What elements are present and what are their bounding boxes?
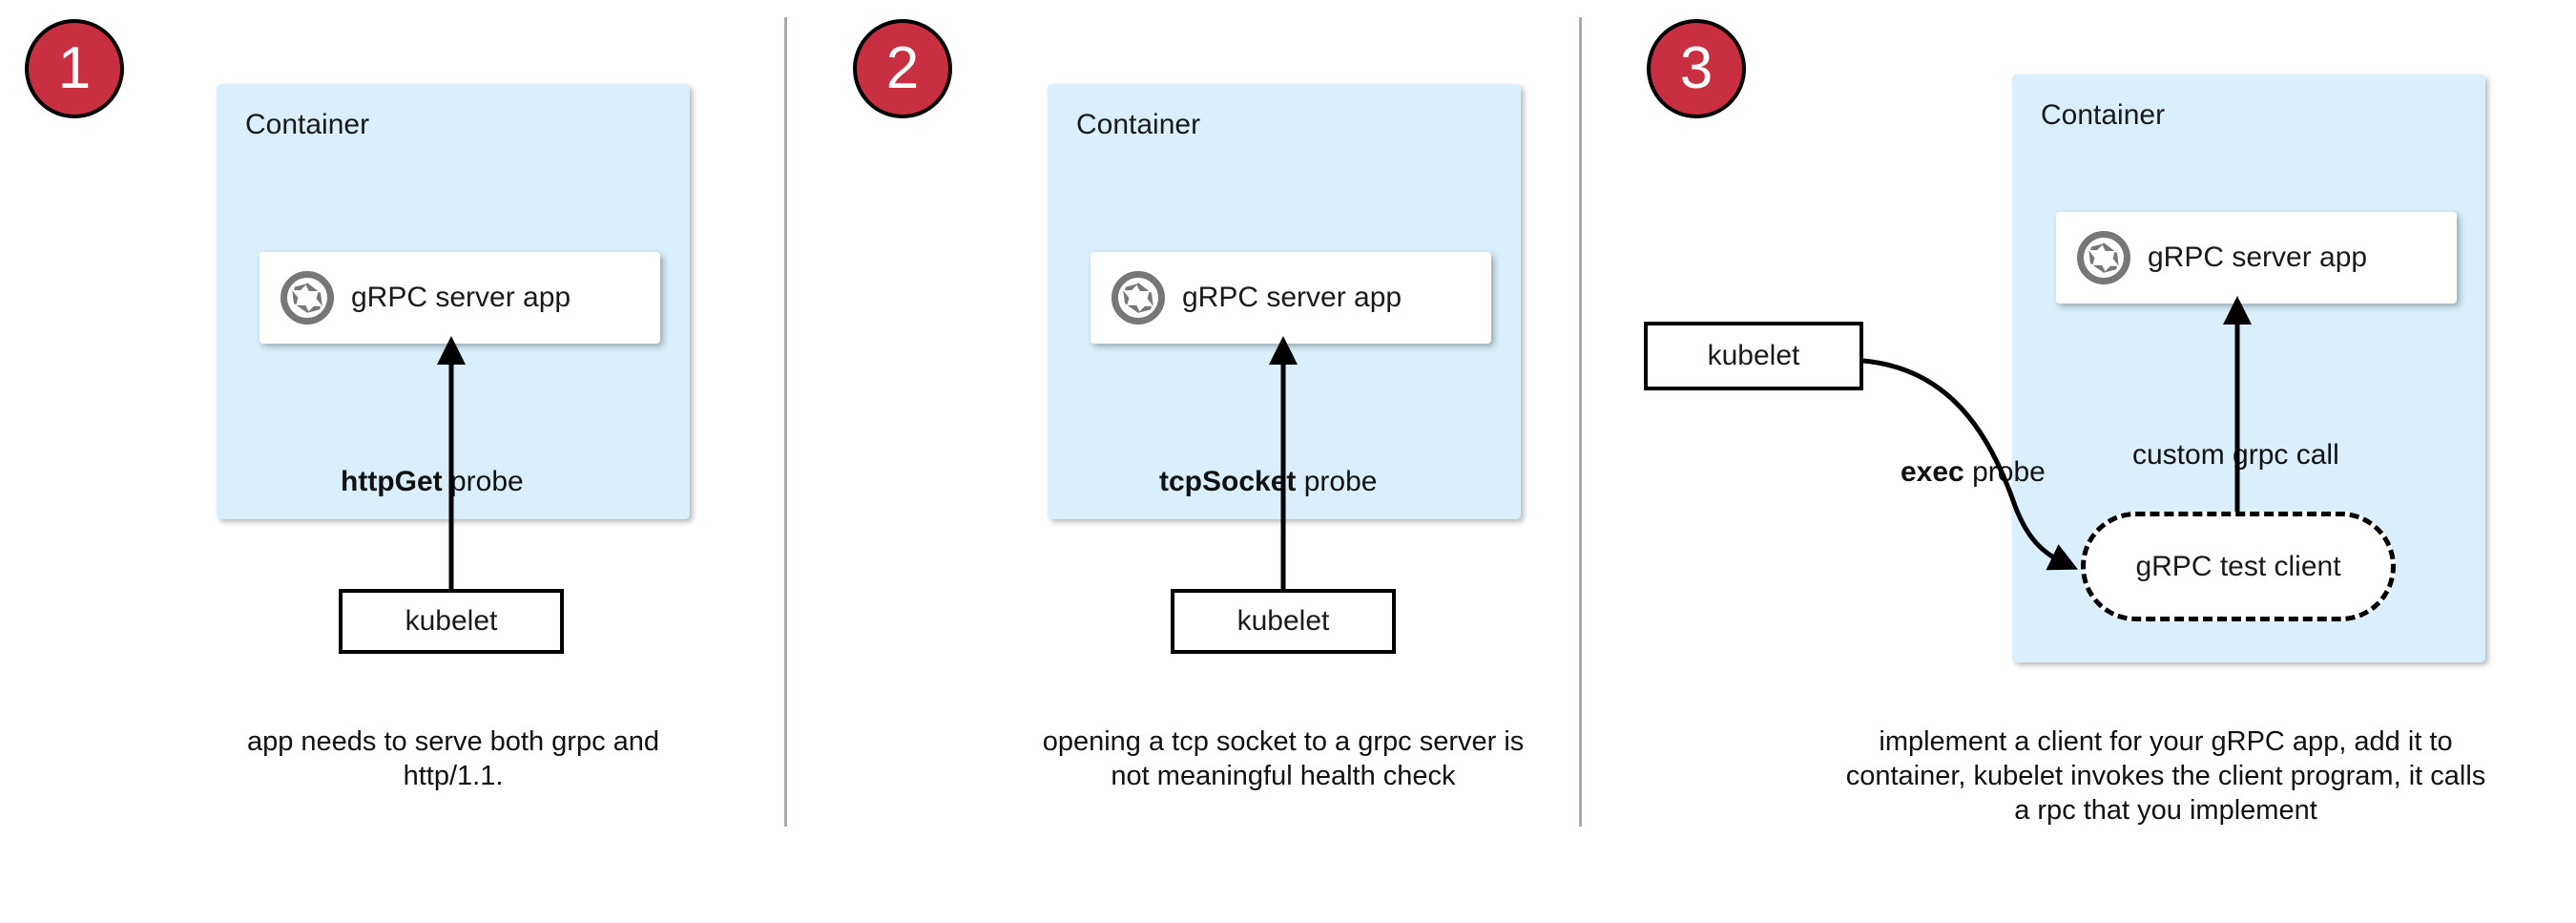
aperture-icon: [1111, 271, 1165, 325]
grpc-test-client-box: gRPC test client: [2081, 512, 2396, 621]
probe-keyword-3: exec: [1901, 456, 1964, 488]
custom-grpc-call-label: custom grpc call: [2132, 439, 2339, 471]
aperture-icon: [280, 271, 334, 325]
panel-separator-2: [1579, 17, 1582, 827]
probe-label-2: tcpSocket probe: [1159, 466, 1377, 498]
probe-label-1: httpGet probe: [341, 466, 524, 498]
probe-suffix-3: probe: [1963, 456, 2046, 488]
container-label-3: Container: [2041, 99, 2166, 131]
probe-suffix-2: probe: [1296, 466, 1378, 497]
probe-keyword-2: tcpSocket: [1159, 466, 1297, 497]
probe-label-3: exec probe: [1901, 456, 2046, 489]
grpc-server-app-card-1: gRPC server app: [260, 252, 660, 344]
panel-caption-3: implement a client for your gRPC app, ad…: [1845, 726, 2486, 826]
app-card-label-3: gRPC server app: [2148, 241, 2368, 273]
probe-suffix-1: probe: [442, 466, 524, 497]
aperture-icon: [2077, 231, 2130, 284]
kubelet-box-2: kubelet: [1171, 589, 1396, 654]
kubelet-box-1: kubelet: [339, 589, 564, 654]
container-label-1: Container: [245, 109, 370, 140]
grpc-server-app-card-2: gRPC server app: [1091, 252, 1491, 344]
step-badge-3: 3: [1647, 19, 1746, 118]
panel-caption-2: opening a tcp socket to a grpc server is…: [1042, 726, 1525, 791]
container-label-2: Container: [1076, 109, 1201, 140]
step-badge-1: 1: [25, 19, 124, 118]
panel-caption-1: app needs to serve both grpc and http/1.…: [246, 726, 660, 791]
probe-keyword-1: httpGet: [341, 466, 443, 497]
grpc-server-app-card-3: gRPC server app: [2056, 212, 2457, 304]
step-badge-2: 2: [853, 19, 952, 118]
app-card-label-1: gRPC server app: [351, 282, 571, 313]
panel-separator-1: [784, 17, 787, 827]
app-card-label-2: gRPC server app: [1182, 282, 1402, 313]
kubelet-box-3: kubelet: [1644, 322, 1863, 390]
